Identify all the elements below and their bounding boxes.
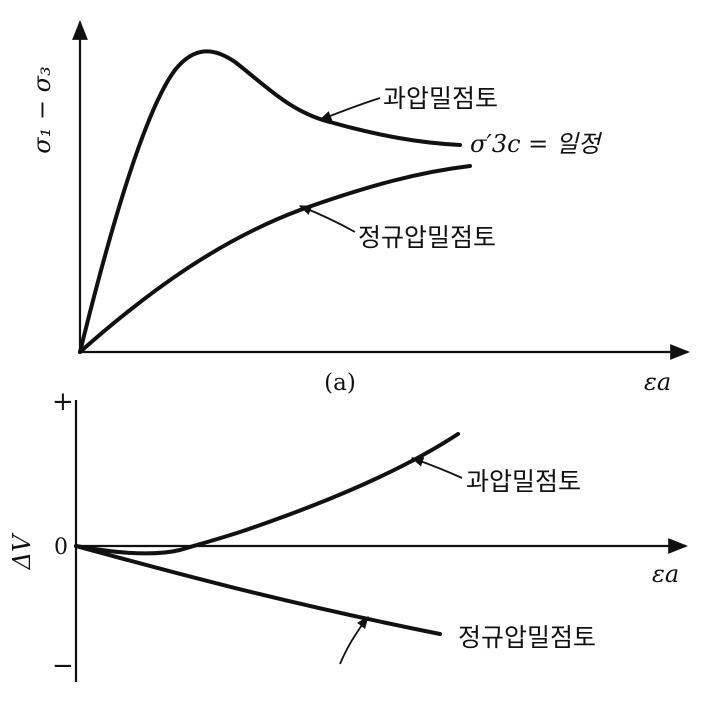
bottom-plus-label: + xyxy=(52,387,74,417)
bottom-label-normally-consolidated: 정규압밀점토 xyxy=(458,623,596,652)
bottom-curve-normally-consolidated xyxy=(74,544,442,636)
top-panel: σ₁ − σ₃ εa (a) 과압밀점토 σ′3c = 일정 정규압밀점토 xyxy=(28,20,690,396)
top-curve-normally-consolidated xyxy=(78,164,472,354)
top-y-axis-label: σ₁ − σ₃ xyxy=(28,66,56,153)
top-curve-overconsolidated xyxy=(78,49,462,354)
top-label-overconsolidated: 과압밀점토 xyxy=(383,84,498,113)
bottom-y-axis-label: ΔV xyxy=(8,532,36,570)
top-x-axis-label: εa xyxy=(644,368,671,396)
bottom-zero-label: 0 xyxy=(54,535,68,560)
top-label-condition: σ′3c = 일정 xyxy=(470,130,603,158)
bottom-minus-label: − xyxy=(52,651,74,681)
bottom-leader-overconsolidated xyxy=(410,457,463,479)
panel-caption: (a) xyxy=(324,370,356,396)
bottom-panel: + 0 − ΔV εa 과압밀점토 정규압밀점토 xyxy=(8,387,688,682)
bottom-leader-normally-consolidated xyxy=(339,616,369,665)
top-label-normally-consolidated: 정규압밀점토 xyxy=(358,223,496,252)
bottom-label-overconsolidated: 과압밀점토 xyxy=(466,467,581,496)
top-leader-normally-consolidated xyxy=(298,205,356,233)
top-leader-overconsolidated xyxy=(318,97,381,121)
bottom-curve-overconsolidated xyxy=(74,432,460,556)
bottom-x-axis-label: εa xyxy=(652,560,679,588)
